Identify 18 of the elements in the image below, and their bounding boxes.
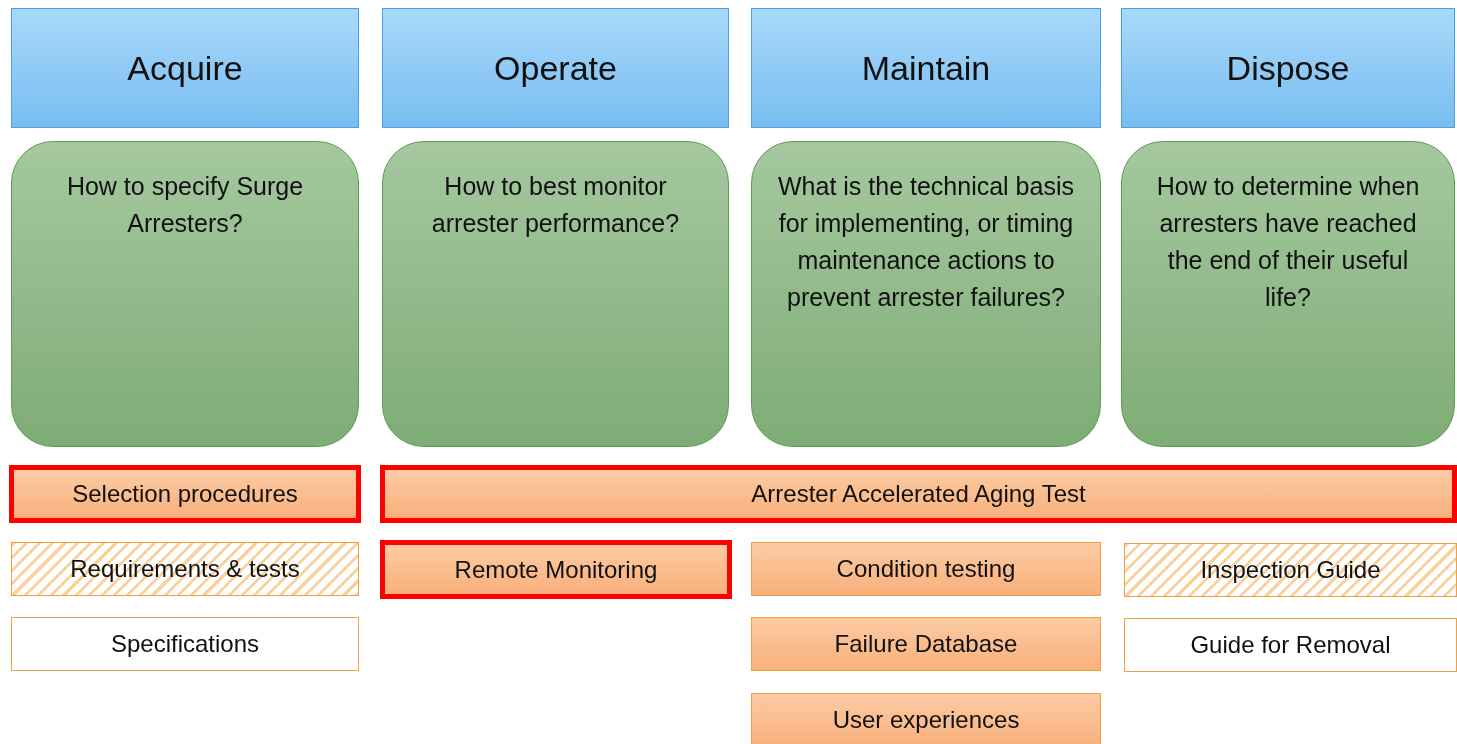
- task-box: Failure Database: [751, 617, 1101, 671]
- phase-header-box: Operate: [382, 8, 729, 128]
- task-box: Remote Monitoring: [380, 540, 732, 599]
- question-box: How to best monitor arrester performance?: [382, 141, 729, 447]
- phase-header-box: Dispose: [1121, 8, 1455, 128]
- phase-header-box: Acquire: [11, 8, 359, 128]
- question-box: How to determine when arresters have reached the end of their useful life?: [1121, 141, 1455, 447]
- task-box: Arrester Accelerated Aging Test: [380, 465, 1457, 523]
- task-box: Specifications: [11, 617, 359, 671]
- question-box: How to specify Surge Arresters?: [11, 141, 359, 447]
- task-box: Requirements & tests: [11, 542, 359, 596]
- task-box: Condition testing: [751, 542, 1101, 596]
- task-box: Selection procedures: [9, 465, 361, 523]
- task-box: Inspection Guide: [1124, 543, 1457, 597]
- question-box: What is the technical basis for implementing, or timing maintenance actions to prevent arrester failures?: [751, 141, 1101, 447]
- phase-header-box: Maintain: [751, 8, 1101, 128]
- task-box: User experiences: [751, 693, 1101, 744]
- task-box: Guide for Removal: [1124, 618, 1457, 672]
